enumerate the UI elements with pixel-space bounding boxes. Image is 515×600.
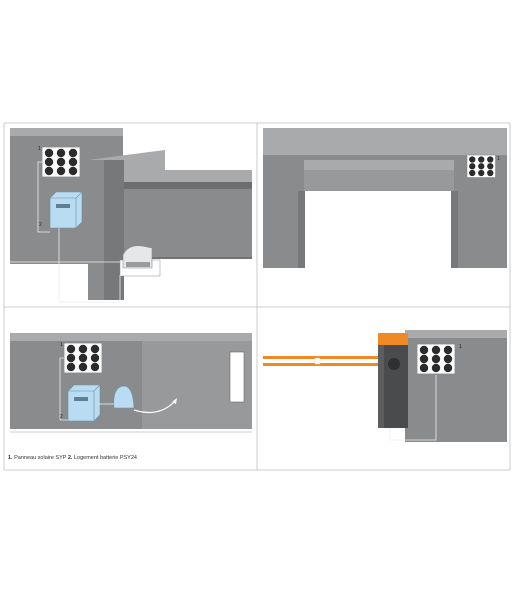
barrier-motor-icon [378, 333, 408, 428]
solar-panel-icon [41, 146, 81, 178]
solar-panel-icon [466, 154, 496, 178]
gate-motor-icon [122, 245, 153, 269]
panel-1-gate-scene: 1 2 [10, 128, 252, 303]
panel-3-wall-scene: 1 2 [10, 333, 252, 433]
caption-item-2-text: Logement batterie PSY24 [72, 455, 137, 461]
callout-1: 1 [497, 156, 500, 162]
panel-2-portal-scene: 1 [263, 128, 507, 268]
battery-box-icon [67, 384, 101, 422]
solar-panel-icon [63, 342, 103, 374]
callout-2: 2 [39, 222, 42, 228]
callout-2: 2 [60, 414, 63, 420]
grid-frame [3, 122, 511, 471]
caption-item-1-number: 1. [8, 455, 13, 461]
caption-item-2-number: 2. [67, 455, 73, 461]
callout-1: 1 [38, 146, 41, 152]
gate-motor-icon [113, 385, 135, 409]
callout-1: 1 [60, 342, 63, 348]
battery-box-icon [49, 191, 83, 229]
solar-panel-icon [416, 343, 456, 375]
caption-item-1-text: Panneau solaire SYP [12, 455, 68, 461]
panel-4-barrier-scene: 1 [263, 330, 507, 442]
figure-caption: 1. Panneau solaire SYP 2. Logement batte… [8, 455, 137, 461]
callout-1: 1 [459, 344, 462, 350]
